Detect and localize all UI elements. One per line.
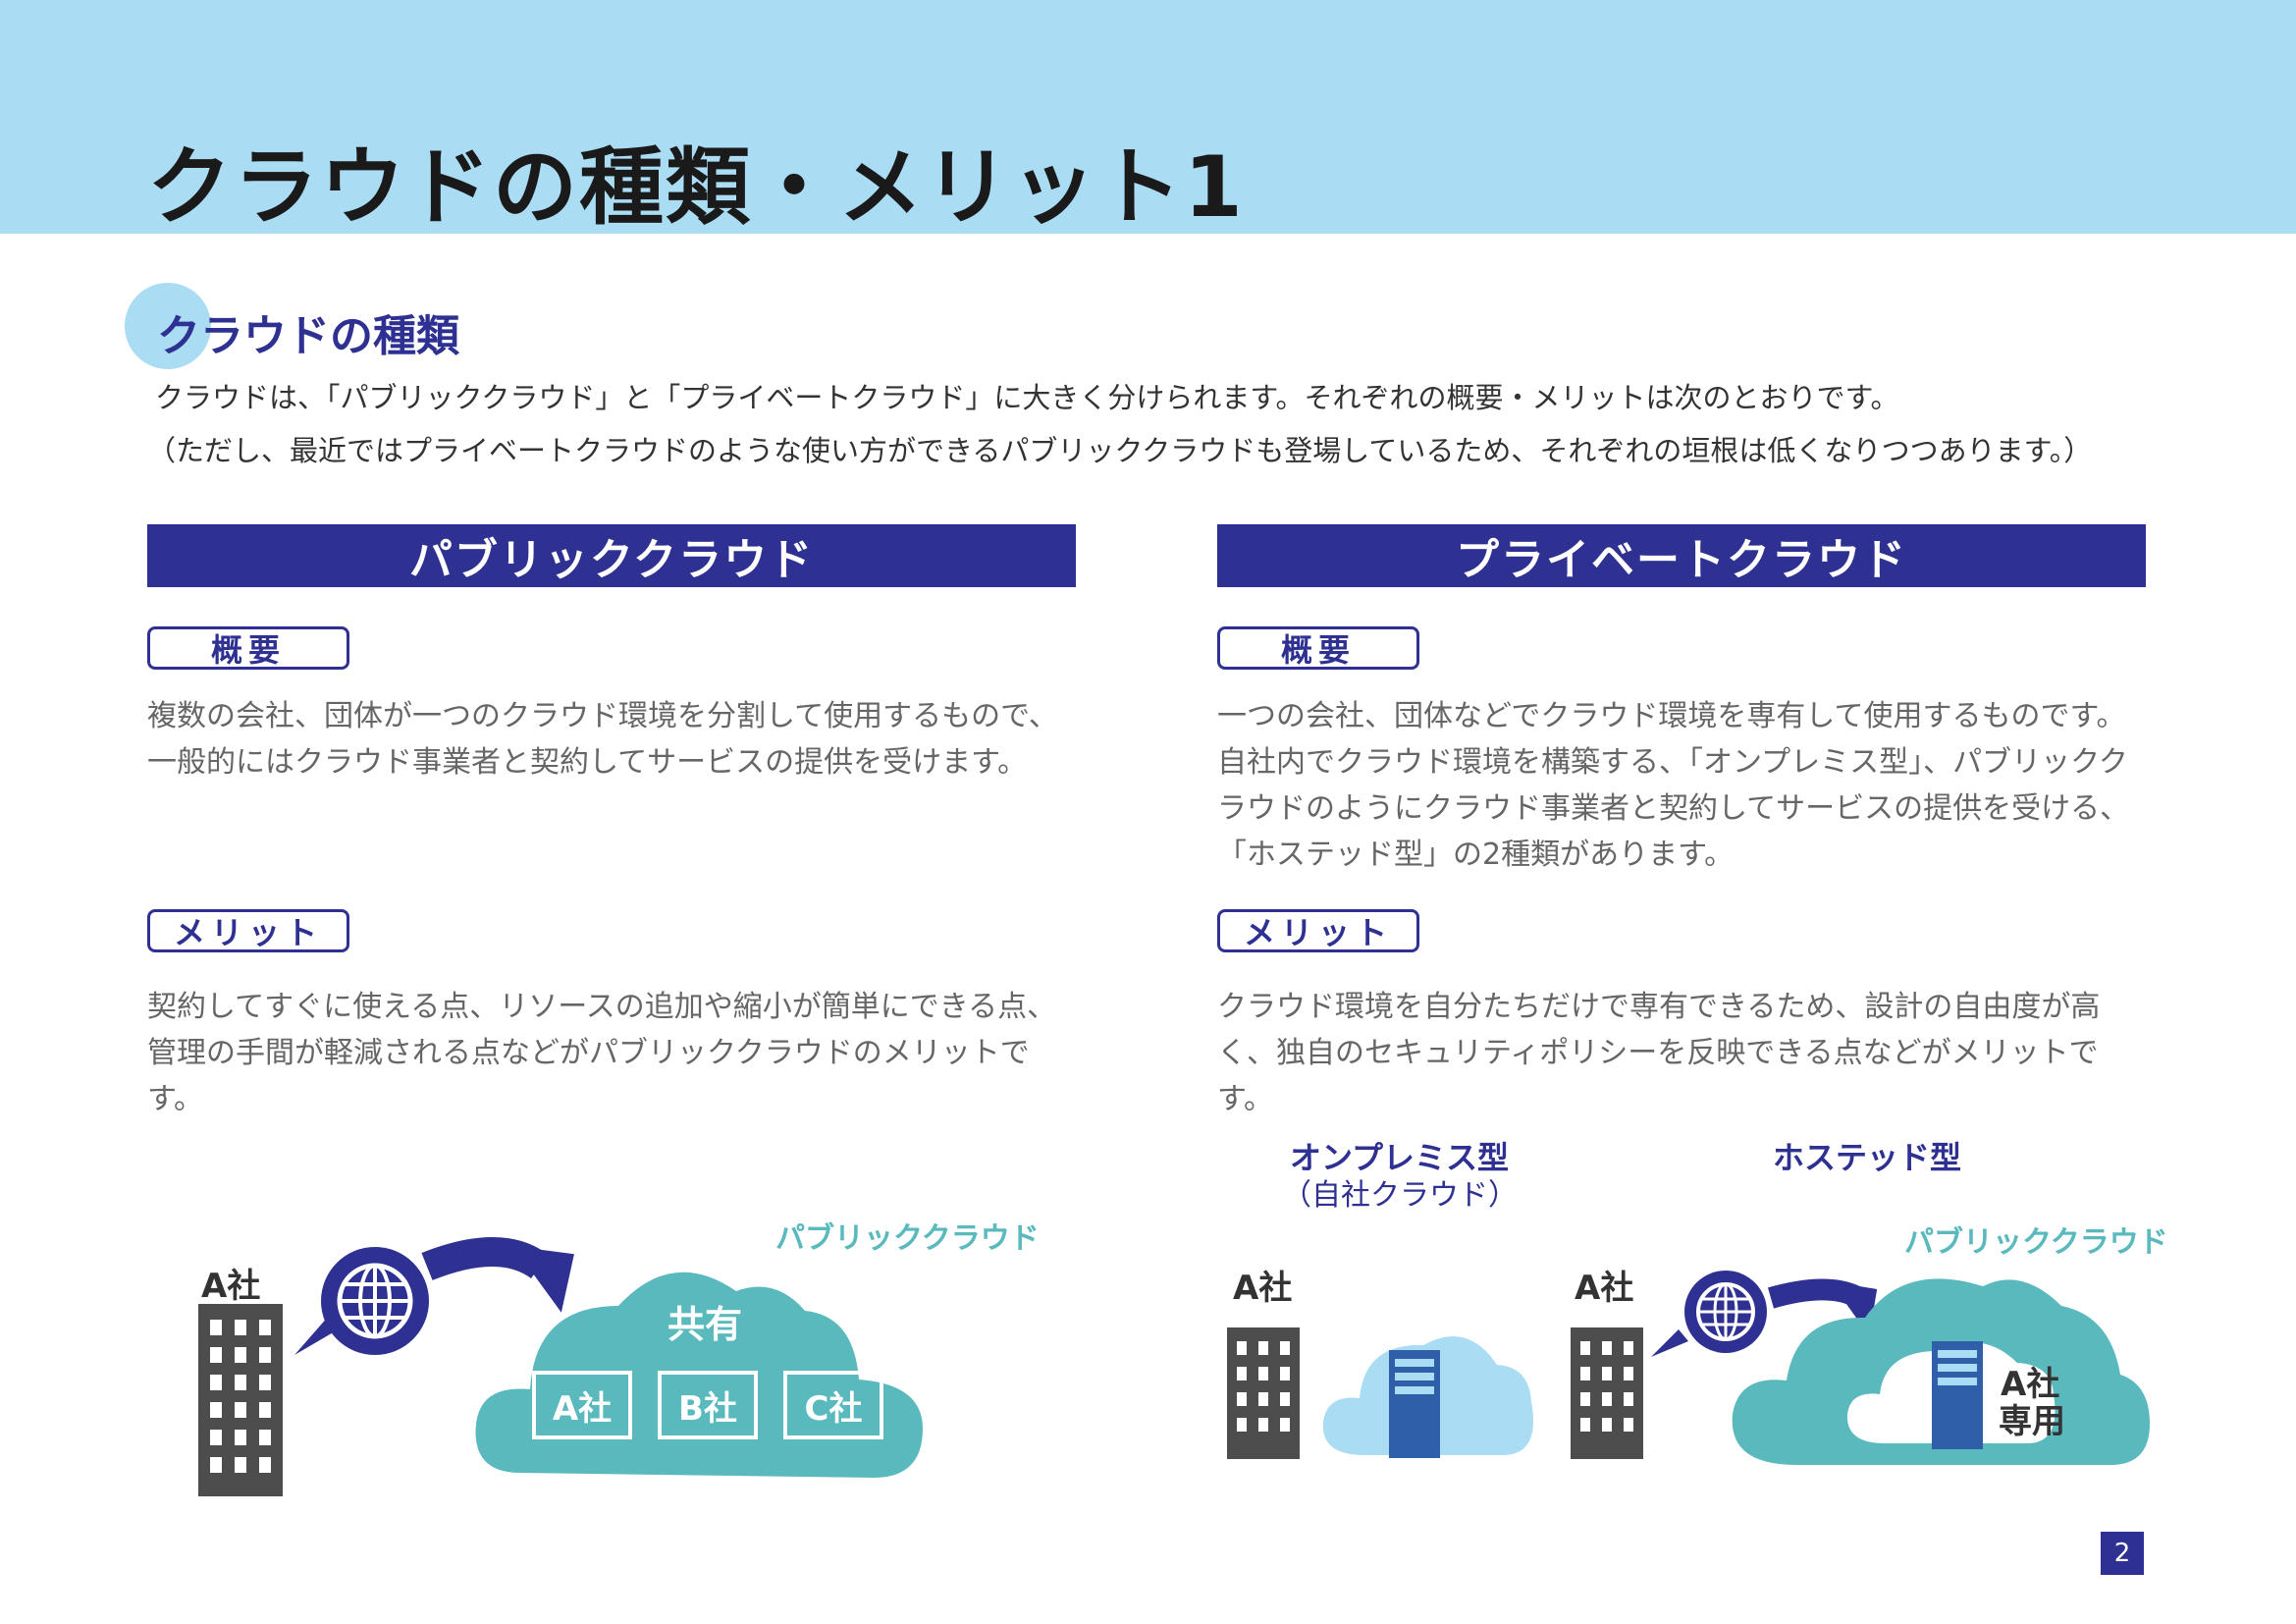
shared-label: 共有 — [667, 1303, 743, 1346]
private-cloud-heading: プライベートクラウド — [1217, 524, 2146, 587]
hosted-title: ホステッド型 — [1773, 1139, 1962, 1176]
onprem-company-label: A社 — [1233, 1269, 1293, 1308]
public-overview-text: 複数の会社、団体が一つのクラウド環境を分割して使用するもので、一般的にはクラウド… — [147, 699, 1058, 780]
private-merit-tag: メリット — [1217, 909, 1419, 952]
public-overview-tag: 概要 — [147, 626, 349, 670]
public-cloud-label: パブリッククラウド — [775, 1221, 1040, 1256]
intro-line-1: クラウドは、「パブリッククラウド」と「プライベートクラウド」に大きく分けられます… — [155, 381, 1899, 414]
public-cloud-diagram — [198, 1237, 923, 1496]
onprem-diagram — [1227, 1327, 1533, 1459]
onprem-subtitle: （自社クラウド） — [1282, 1178, 1518, 1213]
globe-icon — [294, 1247, 429, 1355]
building-icon — [1571, 1327, 1643, 1459]
section-title-circle — [125, 283, 211, 369]
server-icon — [1932, 1341, 1983, 1449]
globe-icon — [1651, 1271, 1767, 1357]
tenant-box-c: C社 — [783, 1371, 883, 1439]
building-icon — [1227, 1327, 1300, 1459]
dedicated-label-1: A社 — [2001, 1365, 2060, 1404]
building-icon — [198, 1304, 283, 1496]
private-overview-tag: 概要 — [1217, 626, 1419, 670]
public-merit-text: 契約してすぐに使える点、リソースの追加や縮小が簡単にできる点、管理の手間が軽減さ… — [147, 990, 1057, 1116]
onprem-title: オンプレミス型 — [1290, 1139, 1510, 1176]
private-merit-text: クラウド環境を自分たちだけで専有できるため、設計の自由度が高く、独自のセキュリテ… — [1217, 990, 2101, 1116]
intro-line-2: （ただし、最近ではプライベートクラウドのような使い方ができるパブリッククラウドも… — [147, 434, 2093, 467]
tenant-box-a: A社 — [532, 1371, 632, 1439]
page-number: 2 — [2101, 1532, 2144, 1575]
hosted-diagram — [1571, 1271, 2150, 1465]
hosted-cloud-label: パブリッククラウド — [1904, 1225, 2168, 1260]
hosted-company-label: A社 — [1575, 1269, 1634, 1308]
server-icon — [1389, 1350, 1440, 1458]
public-cloud-heading: パブリッククラウド — [147, 524, 1076, 587]
tenant-box-b: B社 — [658, 1371, 758, 1439]
public-company-label: A社 — [201, 1267, 261, 1306]
page-title: クラウドの種類・メリット1 — [147, 138, 1245, 237]
arrow-icon — [421, 1237, 574, 1313]
header-band — [0, 0, 2296, 234]
cloud-icon — [475, 1272, 923, 1478]
public-merit-tag: メリット — [147, 909, 349, 952]
section-title: クラウドの種類 — [157, 311, 459, 361]
dedicated-label-2: 専用 — [1999, 1402, 2065, 1441]
private-overview-text: 一つの会社、団体などでクラウド環境を専有して使用するものです。自社内でクラウド環… — [1217, 699, 2130, 872]
